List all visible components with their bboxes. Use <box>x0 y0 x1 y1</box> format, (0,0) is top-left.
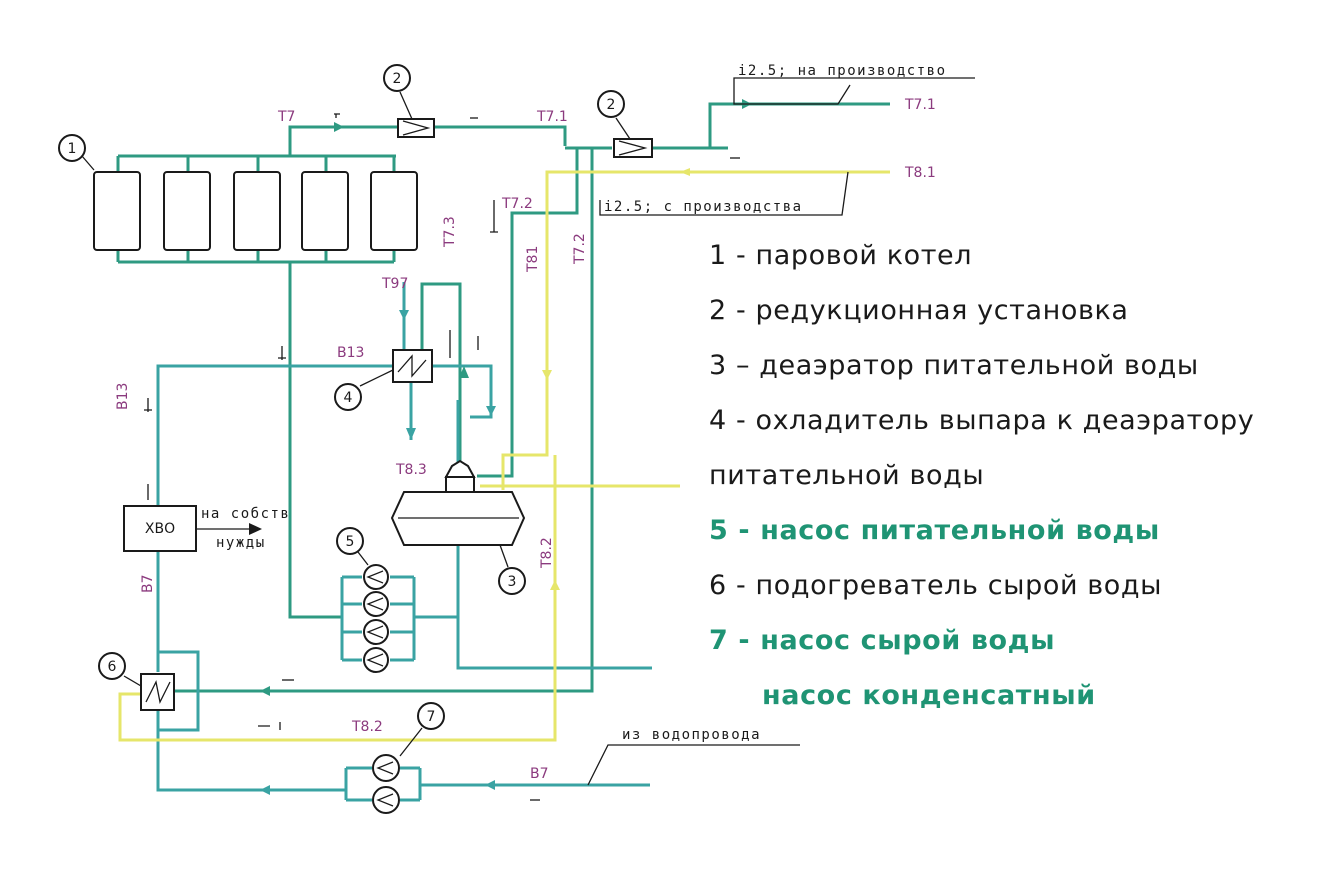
legend: 1 - паровой котел 2 - редукционная устано… <box>709 233 1339 728</box>
legend-item: 1 - паровой котел <box>709 240 973 271</box>
legend-item: 7 - насос сырой воды <box>709 625 1056 656</box>
raw-water-heater <box>140 673 175 711</box>
label-t7-3: T7.3 <box>442 216 458 248</box>
label-t8-2-h: T8.2 <box>351 719 383 735</box>
callout-1: 1 <box>68 141 77 157</box>
steam-boilers <box>93 171 418 251</box>
own-needs-label-2: нужды <box>216 535 266 551</box>
xvo-label: ХВО <box>145 521 175 537</box>
steam-header-pipes <box>116 102 890 693</box>
boiler-3 <box>233 171 281 251</box>
label-t97: T97 <box>381 276 408 292</box>
line-notes: i2.5; на производство i2.5; с производст… <box>604 63 947 743</box>
callout-3: 3 <box>508 574 517 590</box>
label-t7-2-h: T7.2 <box>501 196 533 212</box>
callout-7: 7 <box>427 709 436 725</box>
water-pipes <box>156 282 652 802</box>
note-from-water-main: из водопровода <box>622 727 761 743</box>
legend-item: 3 – деаэратор питательной воды <box>709 350 1199 381</box>
legend-item: 5 - насос питательной воды <box>709 515 1160 546</box>
boiler-4 <box>301 171 349 251</box>
legend-item: 6 - подогреватель сырой воды <box>709 570 1163 601</box>
callout-2a: 2 <box>393 71 402 87</box>
boiler-2 <box>163 171 211 251</box>
condensate-pipes <box>118 170 890 742</box>
callout-2b: 2 <box>607 97 616 113</box>
callout-leaders <box>81 77 975 786</box>
label-t7-1-top: T7.1 <box>536 109 568 125</box>
label-t7-1-out: T7.1 <box>904 97 936 113</box>
label-t81-v: T81 <box>525 246 541 273</box>
label-t7-2-v: T7.2 <box>572 233 588 265</box>
vapour-cooler <box>392 349 433 383</box>
callout-5: 5 <box>346 534 355 550</box>
deaerator <box>390 459 526 546</box>
reduction-unit-production <box>613 138 653 158</box>
label-b13-v: B13 <box>115 383 131 410</box>
boiler-1 <box>93 171 141 251</box>
own-needs-label-1: на собств <box>201 506 290 522</box>
instrument-marks <box>144 113 740 801</box>
legend-item: 2 - редукционная установка <box>709 295 1129 326</box>
label-b13-h: B13 <box>337 345 364 361</box>
note-from-production: i2.5; с производства <box>604 199 803 215</box>
label-t8-2-v: T8.2 <box>539 537 555 569</box>
legend-item: питательной воды <box>709 460 985 491</box>
pipe-labels: T7 T7.1 T7.1 T7.2 T8.1 T97 B13 T8.3 T8.2… <box>115 97 936 782</box>
label-t8-3: T8.3 <box>395 462 427 478</box>
chemical-water-treatment: ХВО на собств нужды <box>123 505 290 552</box>
legend-item: насос конденсатный <box>762 680 1096 711</box>
flow-arrows <box>260 99 752 795</box>
feed-pumps <box>363 564 389 673</box>
callouts: 1 2 2 3 4 5 6 7 <box>58 64 625 730</box>
label-b7-v: B7 <box>140 574 156 593</box>
label-b7-h: B7 <box>530 766 549 782</box>
reduction-unit-main <box>397 118 435 138</box>
legend-item: 4 - охладитель выпара к деаэратору <box>709 405 1255 436</box>
raw-water-pumps <box>372 754 400 814</box>
callout-6: 6 <box>108 659 117 675</box>
boiler-5 <box>370 171 418 251</box>
label-t7: T7 <box>277 109 295 125</box>
label-t8-1-out: T8.1 <box>904 165 936 181</box>
note-to-production: i2.5; на производство <box>738 63 947 79</box>
callout-4: 4 <box>344 390 353 406</box>
